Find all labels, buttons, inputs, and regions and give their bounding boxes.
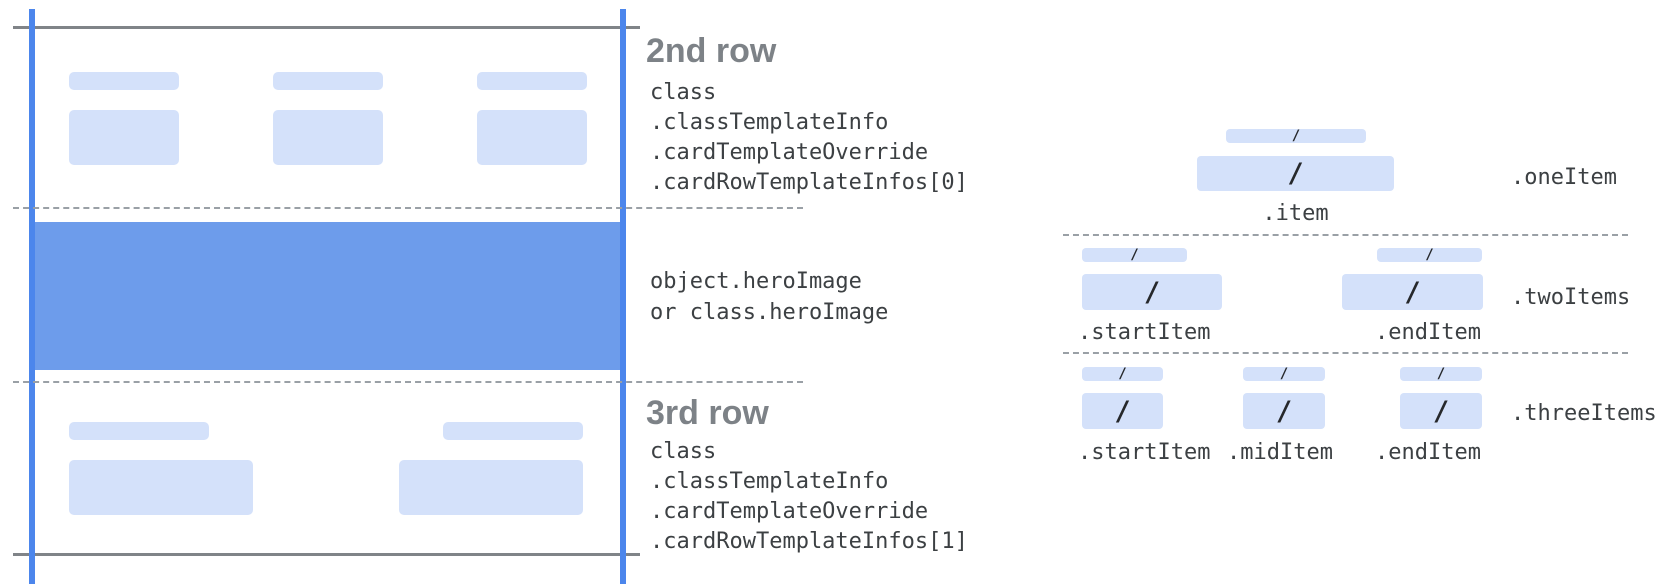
two-items-start-small-bar: /	[1082, 247, 1187, 263]
hero-row3-divider-dashed-line	[13, 381, 803, 383]
slash-glyph: /	[1279, 366, 1289, 382]
row3-col1-value-placeholder	[69, 460, 253, 515]
three-items-start-label: .startItem	[1078, 440, 1211, 465]
row2-col1-value-placeholder	[69, 110, 179, 165]
hero-code-path: object.heroImage or class.heroImage	[650, 267, 888, 329]
card-right-guide-line	[620, 9, 626, 584]
one-item-class-label: .oneItem	[1511, 165, 1617, 190]
three-items-class-label: .threeItems	[1511, 401, 1657, 426]
row2-heading: 2nd row	[646, 32, 777, 70]
card-bottom-edge-line	[13, 553, 640, 556]
three-items-start-small-bar: /	[1082, 366, 1163, 382]
row3-col1-label-placeholder	[69, 422, 209, 440]
two-items-end-label: .endItem	[1375, 320, 1481, 345]
row3-code-line: .cardTemplateOverride	[650, 499, 929, 524]
two-items-end-big-bar: /	[1342, 274, 1483, 310]
row2-code-line: .cardTemplateOverride	[650, 140, 929, 165]
row2-col3-label-placeholder	[477, 72, 587, 90]
card-left-guide-line	[29, 9, 35, 584]
row2-code-line: class	[650, 80, 717, 105]
slash-glyph: /	[1275, 395, 1293, 427]
two-items-start-big-bar: /	[1082, 274, 1222, 310]
two-items-class-label: .twoItems	[1511, 285, 1631, 310]
three-items-end-label: .endItem	[1375, 440, 1481, 465]
slash-glyph: /	[1287, 158, 1304, 189]
slash-glyph: /	[1432, 395, 1450, 427]
row2-code-line: .cardRowTemplateInfos[0]	[650, 170, 968, 195]
row3-code-line: class	[650, 439, 717, 464]
one-item-big-bar: /	[1197, 156, 1394, 191]
row2-col1-label-placeholder	[69, 72, 179, 90]
row3-code-path: class .classTemplateInfo .cardTemplateOv…	[650, 437, 968, 557]
item-label: .item	[1262, 201, 1329, 226]
row2-hero-divider-dashed-line	[13, 207, 803, 209]
row3-col2-value-placeholder	[399, 460, 583, 515]
three-items-mid-small-bar: /	[1243, 366, 1325, 382]
three-items-start-big-bar: /	[1082, 393, 1163, 429]
three-items-end-small-bar: /	[1400, 366, 1482, 382]
hero-image-band	[32, 222, 624, 370]
row3-col2-label-placeholder	[443, 422, 583, 440]
slash-glyph: /	[1118, 366, 1127, 382]
row2-col2-value-placeholder	[273, 110, 383, 165]
slash-glyph: /	[1114, 395, 1131, 427]
card-top-edge-line	[13, 26, 640, 29]
row3-code-line: .cardRowTemplateInfos[1]	[650, 529, 968, 554]
row2-code-path: class .classTemplateInfo .cardTemplateOv…	[650, 78, 968, 198]
two-three-divider-dashed-line	[1063, 352, 1628, 354]
three-items-mid-label: .midItem	[1227, 440, 1333, 465]
hero-code-line: or class.heroImage	[650, 300, 889, 325]
slash-glyph: /	[1404, 276, 1421, 308]
hero-code-line: object.heroImage	[650, 269, 862, 294]
row2-code-line: .classTemplateInfo	[650, 110, 889, 135]
three-items-mid-big-bar: /	[1243, 393, 1325, 429]
slash-glyph: /	[1130, 247, 1139, 263]
three-items-end-big-bar: /	[1400, 393, 1482, 429]
row3-code-line: .classTemplateInfo	[650, 469, 889, 494]
row2-col3-value-placeholder	[477, 110, 587, 165]
one-item-small-bar: /	[1226, 128, 1366, 144]
two-items-start-label: .startItem	[1078, 320, 1211, 345]
slash-glyph: /	[1291, 128, 1301, 144]
row2-col2-label-placeholder	[273, 72, 383, 90]
row3-heading: 3rd row	[646, 394, 769, 432]
slash-glyph: /	[1425, 247, 1434, 263]
slash-glyph: /	[1143, 276, 1161, 308]
one-two-divider-dashed-line	[1063, 234, 1628, 236]
two-items-end-small-bar: /	[1377, 247, 1482, 263]
slash-glyph: /	[1436, 366, 1446, 382]
